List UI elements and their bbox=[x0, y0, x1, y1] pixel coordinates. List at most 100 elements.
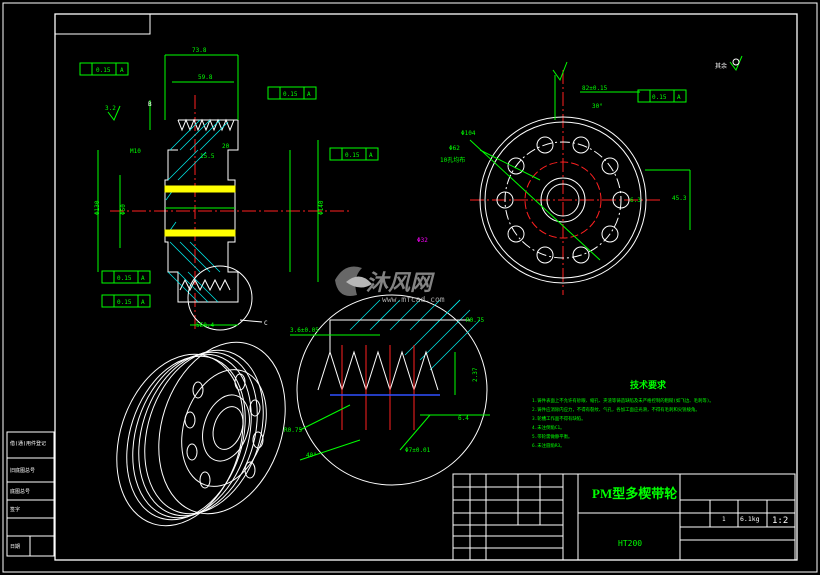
end-bore bbox=[540, 177, 586, 223]
dim-32: Φ32 bbox=[417, 237, 428, 244]
section-labels: 73.8 59.8 20 Φ130 Φ50 Φ140 B M10 15.5 3.… bbox=[94, 47, 373, 329]
dim-82: 82±0.15 bbox=[582, 85, 608, 92]
tol-datum-5: A bbox=[141, 299, 145, 306]
end-dimensions bbox=[469, 75, 691, 261]
title-block bbox=[452, 473, 796, 561]
tol-datum-4: A bbox=[141, 275, 145, 282]
watermark-logo bbox=[335, 266, 372, 296]
tol-value-3: 0.15 bbox=[345, 152, 360, 159]
notes-lines: 1.铸件表面上不允许有砂眼、缩孔、夹渣等铸造缺陷及未严格控制的粗糙(如飞边、毛刺… bbox=[532, 397, 714, 449]
end-bore-inner bbox=[546, 183, 580, 217]
dim-6-4: 6.4 bbox=[458, 415, 469, 422]
tol-value-5: 0.15 bbox=[117, 299, 132, 306]
detail-groove-profile bbox=[317, 350, 439, 392]
end-outer-circle-2 bbox=[484, 121, 642, 279]
weight: 6.1kg bbox=[740, 515, 760, 523]
notes-heading: 技术要求 bbox=[630, 379, 667, 391]
iso-outer-1 bbox=[116, 353, 244, 527]
dim-59-8: 59.8 bbox=[198, 74, 213, 81]
end-pitch-circle bbox=[504, 141, 622, 259]
tol-datum-2: A bbox=[307, 91, 311, 98]
scale: 1:2 bbox=[772, 516, 788, 526]
left-strip bbox=[6, 431, 55, 557]
note-line-4: 4.未注倒角C1。 bbox=[532, 424, 565, 431]
end-holes bbox=[496, 136, 630, 264]
dim-45-3: 45.3 bbox=[672, 195, 687, 202]
note-line-3: 3.轮槽工作面不得有缺陷。 bbox=[532, 415, 586, 422]
note-line-1: 1.铸件表面上不允许有砂眼、缩孔、夹渣等铸造缺陷及未严格控制的粗糙(如飞边、毛刺… bbox=[532, 397, 714, 404]
dim-r075-bottom: R0.75 bbox=[284, 427, 302, 434]
watermark: 沐风网 www.mfcad.com bbox=[335, 266, 445, 304]
dim-30deg: 30° bbox=[592, 103, 603, 110]
detail-dimensions bbox=[290, 334, 490, 461]
dim-m10: M10 bbox=[130, 148, 141, 155]
material: HT200 bbox=[618, 539, 642, 548]
dim-62: Φ62 bbox=[449, 145, 460, 152]
tol-value-2: 0.15 bbox=[283, 91, 298, 98]
strip-label-3: 底图总号 bbox=[10, 488, 30, 495]
part-name: PM型多楔带轮 bbox=[592, 486, 677, 501]
detail-circle bbox=[296, 294, 488, 486]
other-roughness-note: 其余 bbox=[715, 62, 727, 70]
watermark-brand: 沐风网 bbox=[366, 271, 435, 296]
note-line-6: 6.未注圆角R3。 bbox=[532, 442, 565, 449]
grooves-bottom bbox=[179, 278, 231, 292]
dim-15-5: 15.5 bbox=[200, 153, 215, 160]
tol-datum-1: A bbox=[120, 67, 124, 74]
keyway-bottom bbox=[164, 229, 236, 237]
detail-c-circle bbox=[187, 265, 253, 331]
dim-20: 20 bbox=[222, 143, 230, 150]
dim-67: Φ7±0.01 bbox=[405, 447, 431, 454]
tol-value-6: 0.15 bbox=[652, 94, 667, 101]
iso-outer-front bbox=[158, 341, 286, 515]
strip-label-5: 日期 bbox=[10, 544, 20, 550]
dim-104: Φ104 bbox=[461, 130, 476, 137]
dim-5e04: 5Ε0.4 bbox=[196, 322, 214, 329]
tol-datum-6: A bbox=[677, 94, 681, 101]
iso-holes bbox=[184, 373, 264, 489]
note-line-5: 5.带轮需做静平衡。 bbox=[532, 433, 572, 440]
strip-label-1: 借(通)用件登记 bbox=[10, 440, 46, 447]
detail-groove-centerlines bbox=[341, 345, 415, 430]
tol-value-1: 0.15 bbox=[96, 67, 111, 74]
dim-40deg: 40° bbox=[306, 452, 317, 459]
dim-r075-top: R0.75 bbox=[466, 317, 484, 324]
dim-140: Φ140 bbox=[318, 200, 325, 215]
holes-note: 10孔均布 bbox=[440, 156, 465, 164]
tolerance-frames bbox=[79, 62, 379, 308]
dim-3-6: 3.6±0.05 bbox=[290, 327, 319, 334]
corner-label-box bbox=[54, 13, 151, 35]
end-hub-circle bbox=[524, 161, 602, 239]
section-hatching bbox=[165, 119, 229, 303]
left-strip-labels: 借(通)用件登记 旧底图总号 底图总号 签字 日期 bbox=[10, 440, 46, 550]
detail-labels: 3.6±0.05 R0.75 2.37 6.4 R0.75 40° Φ7±0.0… bbox=[284, 317, 484, 459]
detail-view bbox=[290, 294, 490, 486]
dim-2-37: 2.37 bbox=[472, 367, 479, 382]
end-labels: 82±0.15 30° Φ104 Φ62 10孔均布 45.3 6.3 0.15… bbox=[417, 62, 727, 244]
watermark-url: www.mfcad.com bbox=[382, 295, 445, 304]
isometric-view bbox=[116, 341, 286, 527]
dim-130: Φ130 bbox=[94, 200, 101, 215]
technical-notes: 技术要求 1.铸件表面上不允许有砂眼、缩孔、夹渣等铸造缺陷及未严格控制的粗糙(如… bbox=[532, 379, 714, 449]
section-view bbox=[79, 54, 379, 331]
tol-datum-3: A bbox=[369, 152, 373, 159]
note-line-2: 2.铸件应消除内应力，不得有裂纹、气孔，各加工面应光滑，不得有毛刺和尖锐棱角。 bbox=[532, 406, 700, 413]
strip-label-2: 旧底图总号 bbox=[10, 467, 35, 474]
roughness-symbols bbox=[107, 55, 743, 121]
detail-c-leader bbox=[239, 319, 263, 323]
detail-top-edge bbox=[329, 319, 470, 352]
quantity: 1 bbox=[722, 516, 726, 523]
end-outer-circle bbox=[479, 116, 647, 284]
label-c: C bbox=[264, 320, 268, 327]
label-b: B bbox=[148, 101, 152, 108]
inner-border bbox=[54, 13, 798, 561]
tol-value-4: 0.15 bbox=[117, 275, 132, 282]
dim-73-8: 73.8 bbox=[192, 47, 207, 54]
strip-label-4: 签字 bbox=[10, 506, 20, 513]
roughness-3-2: 3.2 bbox=[105, 105, 116, 112]
section-dimensions bbox=[97, 54, 319, 326]
dim-6-3: 6.3 bbox=[630, 197, 641, 204]
